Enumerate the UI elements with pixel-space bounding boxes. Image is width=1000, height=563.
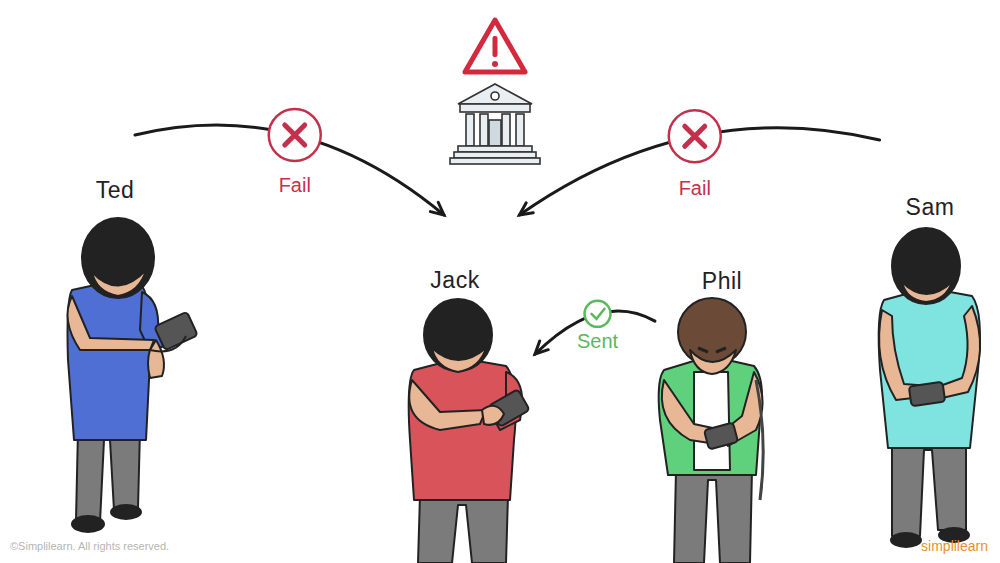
status-label: Fail bbox=[676, 177, 714, 200]
copyright-watermark: ©Simplilearn. All rights reserved. bbox=[10, 540, 169, 552]
status-label: Fail bbox=[276, 174, 314, 197]
fail-icon bbox=[685, 126, 705, 146]
sent-icon bbox=[585, 301, 611, 327]
fail-icon bbox=[669, 110, 721, 162]
arrow-head bbox=[535, 341, 548, 354]
arrow-line bbox=[135, 125, 444, 215]
person-name: Phil bbox=[702, 268, 742, 295]
brand-watermark: simplilearn bbox=[921, 538, 988, 554]
person-node: Jack bbox=[405, 215, 535, 563]
fail-icon bbox=[269, 109, 321, 161]
sent-icon bbox=[592, 309, 605, 319]
fail-icon bbox=[285, 125, 305, 145]
person-name: Ted bbox=[96, 177, 135, 204]
person-figure bbox=[659, 298, 764, 563]
person-figure bbox=[879, 228, 980, 547]
arrow-connector bbox=[135, 125, 444, 215]
person-node: Ted bbox=[55, 135, 215, 535]
person-node: Phil bbox=[655, 268, 775, 563]
person-name: Jack bbox=[430, 267, 479, 294]
arrow-head bbox=[430, 202, 444, 215]
person-figure bbox=[409, 299, 530, 563]
status-label: Sent bbox=[574, 330, 621, 353]
person-name: Sam bbox=[906, 194, 955, 221]
bank-icon bbox=[450, 84, 540, 164]
arrow-head bbox=[519, 203, 533, 215]
warning-sign bbox=[465, 20, 525, 72]
person-node: Sam bbox=[870, 140, 990, 550]
person-figure bbox=[68, 218, 198, 532]
